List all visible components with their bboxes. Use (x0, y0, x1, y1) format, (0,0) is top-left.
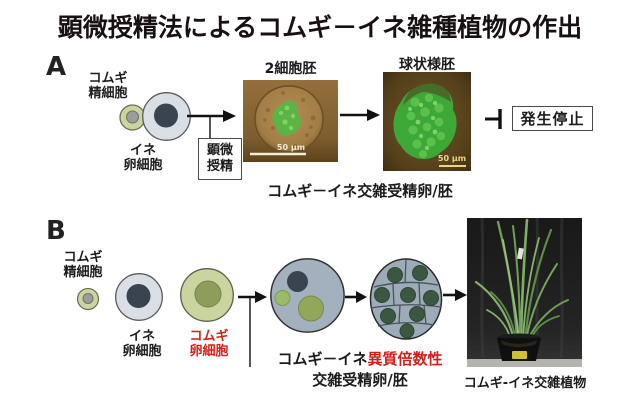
panel-b-label: B (46, 216, 66, 246)
wheat-egg-label-b-line1: コムギ (189, 329, 229, 344)
photo-globular-title: 球状様胚 (399, 57, 455, 73)
rice-egg-label-a-line2: 卵細胞 (123, 158, 163, 173)
photo-globular-scalebar-label: 50 μm (438, 154, 466, 163)
wheat-sperm-label-a-line1: コムギ (88, 71, 128, 86)
panel-b-caption-line1: コムギ－イネ異質倍数性 (250, 348, 470, 369)
photo-hybrid-plant (467, 218, 582, 367)
photo-2cell-embryo: 50 μm (243, 80, 338, 162)
arrow-right-icon-b3 (443, 289, 467, 301)
panel-b-caption-line1-black: コムギ－イネ (277, 350, 368, 368)
wheat-sperm-label-b-line2: 精細胞 (63, 265, 103, 280)
panel-a-caption: コムギ－イネ交雑受精卵/胚 (267, 182, 453, 200)
rice-egg-label-b: イネ 卵細胞 (112, 329, 172, 359)
photo-2cell-scalebar-label: 50 μm (277, 143, 305, 152)
arrow-right-icon-a1 (187, 110, 236, 140)
figure-title: 顕微授精法によるコムギ－イネ雑種植物の作出 (57, 13, 583, 42)
plant-photo-caption: コムギ-イネ交雑植物 (463, 376, 587, 391)
arrest-box-label: 発生停止 (520, 110, 585, 128)
rice-egg-label-a-line1: イネ (129, 143, 156, 158)
microinjection-line1: 顕微 (206, 143, 233, 158)
wheat-egg-label-b: コムギ 卵細胞 (179, 329, 239, 359)
wheat-egg-cell-b (180, 268, 234, 322)
arrow-right-icon-b1 (238, 291, 267, 367)
multicellular-embryo (369, 258, 443, 340)
wheat-egg-label-b-line2: 卵細胞 (189, 344, 229, 359)
arrow-right-icon-b2 (345, 291, 367, 303)
photo-globular-embryo: 50 μm (383, 72, 471, 171)
wheat-sperm-label-b-line1: コムギ (63, 250, 103, 265)
panel-a-label: A (46, 52, 67, 82)
arrest-box: 発生停止 (512, 106, 593, 131)
wheat-sperm-cell-b (76, 287, 100, 311)
microinjection-box: 顕微 授精 (198, 138, 242, 180)
rice-egg-label-b-line1: イネ (128, 329, 155, 344)
rice-egg-label-b-line2: 卵細胞 (122, 344, 162, 359)
fused-hybrid-cell (270, 258, 345, 333)
microinjection-line2: 授精 (206, 159, 233, 174)
wheat-sperm-label-a: コムギ 精細胞 (78, 71, 138, 101)
rice-egg-cell-b (115, 273, 163, 321)
panel-b-caption: コムギ－イネ異質倍数性 交雑受精卵/胚 (250, 348, 470, 390)
rice-egg-cell-a (142, 92, 191, 141)
wheat-sperm-label-b: コムギ 精細胞 (53, 250, 113, 280)
rice-egg-label-a: イネ 卵細胞 (113, 143, 173, 173)
inhibition-bar-icon (485, 109, 502, 129)
photo-2cell-title: 2細胞胚 (264, 61, 317, 77)
arrow-right-icon-a2 (340, 109, 380, 121)
panel-b-caption-line1-red: 異質倍数性 (367, 350, 443, 368)
panel-b-caption-line2: 交雑受精卵/胚 (312, 371, 408, 389)
wheat-sperm-label-a-line2: 精細胞 (88, 86, 128, 101)
